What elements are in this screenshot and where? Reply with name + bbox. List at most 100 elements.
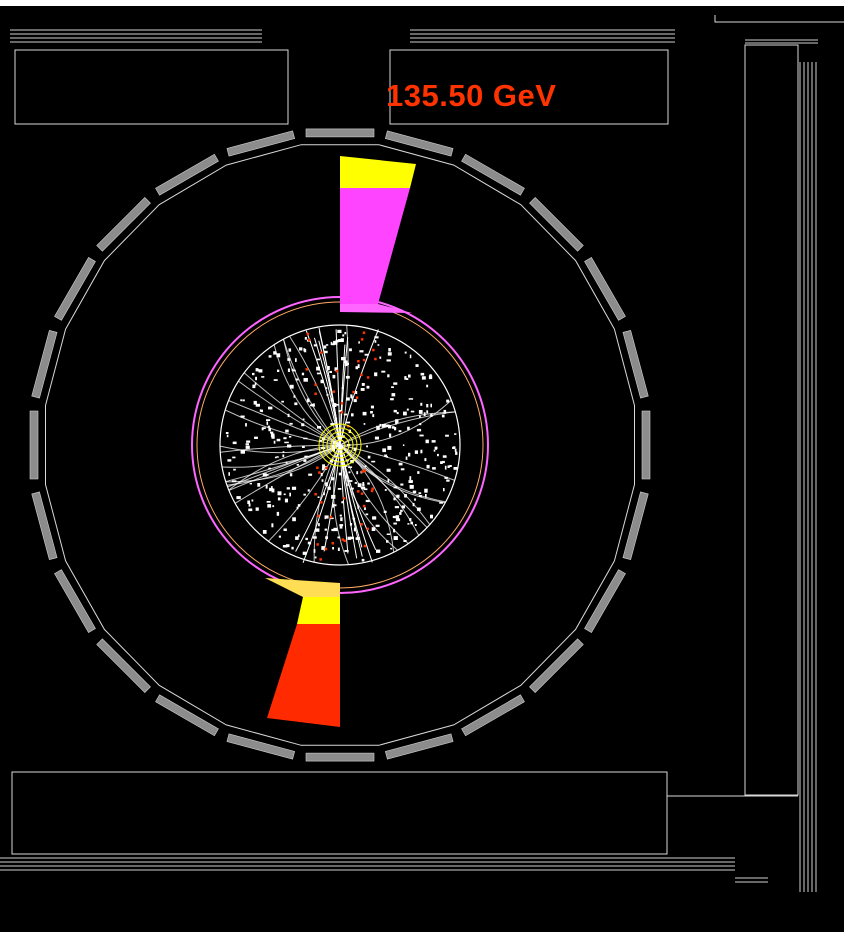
hit xyxy=(393,486,398,489)
hit xyxy=(342,334,345,337)
hit xyxy=(325,387,328,390)
hit xyxy=(344,362,348,367)
hit xyxy=(343,465,348,467)
hit xyxy=(311,403,314,407)
hit xyxy=(331,444,335,447)
hit xyxy=(412,503,415,507)
hit xyxy=(446,399,450,403)
hit xyxy=(276,511,280,516)
hit xyxy=(370,405,374,409)
hit xyxy=(257,483,261,487)
hit xyxy=(332,547,334,550)
hit xyxy=(432,467,436,470)
hit xyxy=(295,536,299,540)
hit xyxy=(292,517,296,522)
hit xyxy=(447,465,450,468)
hit xyxy=(400,509,403,512)
highlighted-hit xyxy=(360,338,364,341)
hit xyxy=(429,374,432,377)
hit xyxy=(258,369,263,373)
muon-chamber xyxy=(226,130,296,157)
hit xyxy=(355,366,358,370)
track xyxy=(339,444,446,504)
muon-chamber xyxy=(529,638,584,693)
energy-label: 135.50 GeV xyxy=(386,78,557,113)
hit xyxy=(316,372,321,375)
hit xyxy=(377,344,380,346)
hit xyxy=(330,341,333,345)
hit xyxy=(341,501,344,504)
hit xyxy=(420,402,423,406)
hit xyxy=(367,455,371,459)
hit xyxy=(236,496,241,500)
hit xyxy=(240,399,243,402)
hit xyxy=(386,359,391,362)
hit xyxy=(271,523,274,528)
jet-track xyxy=(305,330,341,446)
hit xyxy=(261,376,265,378)
hit xyxy=(388,348,391,352)
hit xyxy=(374,336,379,339)
hit xyxy=(348,471,351,474)
hit xyxy=(390,547,393,550)
hit xyxy=(424,488,428,493)
hit xyxy=(419,495,422,497)
hit xyxy=(272,505,275,508)
hit xyxy=(426,410,429,414)
chamber-strips xyxy=(0,29,818,892)
hit xyxy=(287,368,290,372)
muon-chamber xyxy=(29,410,39,480)
hit xyxy=(323,492,325,496)
hit xyxy=(289,492,291,497)
highlighted-hit xyxy=(343,539,346,542)
hit xyxy=(396,494,400,498)
hit xyxy=(294,402,298,406)
energy-tower-bottom xyxy=(265,578,340,727)
hit xyxy=(420,372,425,376)
hit xyxy=(383,510,387,513)
hit xyxy=(408,398,414,400)
hit xyxy=(382,448,386,453)
hit xyxy=(277,497,281,501)
hit xyxy=(452,446,455,449)
highlighted-hit xyxy=(357,490,360,493)
hit xyxy=(325,482,328,487)
muon-chamber xyxy=(584,257,626,321)
hit xyxy=(421,376,426,380)
hit xyxy=(259,409,262,412)
highlighted-hit xyxy=(320,351,323,354)
hit xyxy=(233,468,236,471)
hit xyxy=(255,376,257,381)
hit xyxy=(232,456,236,459)
hit xyxy=(409,484,414,489)
hit xyxy=(453,467,458,470)
muon-chamber xyxy=(155,694,219,737)
hit xyxy=(334,367,337,372)
hit xyxy=(406,378,409,380)
hit xyxy=(433,449,436,452)
tower-bottom-coil-hit xyxy=(265,578,340,597)
hit xyxy=(338,339,342,342)
tower-top-coil-hit xyxy=(340,304,412,313)
muon-chamber xyxy=(31,491,58,561)
hit xyxy=(291,486,297,490)
hit xyxy=(345,475,348,479)
hit xyxy=(317,496,320,498)
muon-chamber xyxy=(622,491,649,561)
hit xyxy=(386,468,391,472)
hit xyxy=(367,482,370,485)
hit xyxy=(403,411,407,416)
hit xyxy=(262,530,267,534)
hit xyxy=(312,536,317,539)
hit xyxy=(384,489,387,491)
hit xyxy=(374,436,379,440)
hit xyxy=(350,536,354,540)
hit xyxy=(372,414,375,418)
hit xyxy=(338,472,342,476)
bottom-panel xyxy=(11,771,668,855)
hit xyxy=(276,438,281,442)
hit xyxy=(357,364,360,368)
hit xyxy=(444,476,448,479)
hit xyxy=(381,424,386,428)
hit xyxy=(271,488,275,493)
